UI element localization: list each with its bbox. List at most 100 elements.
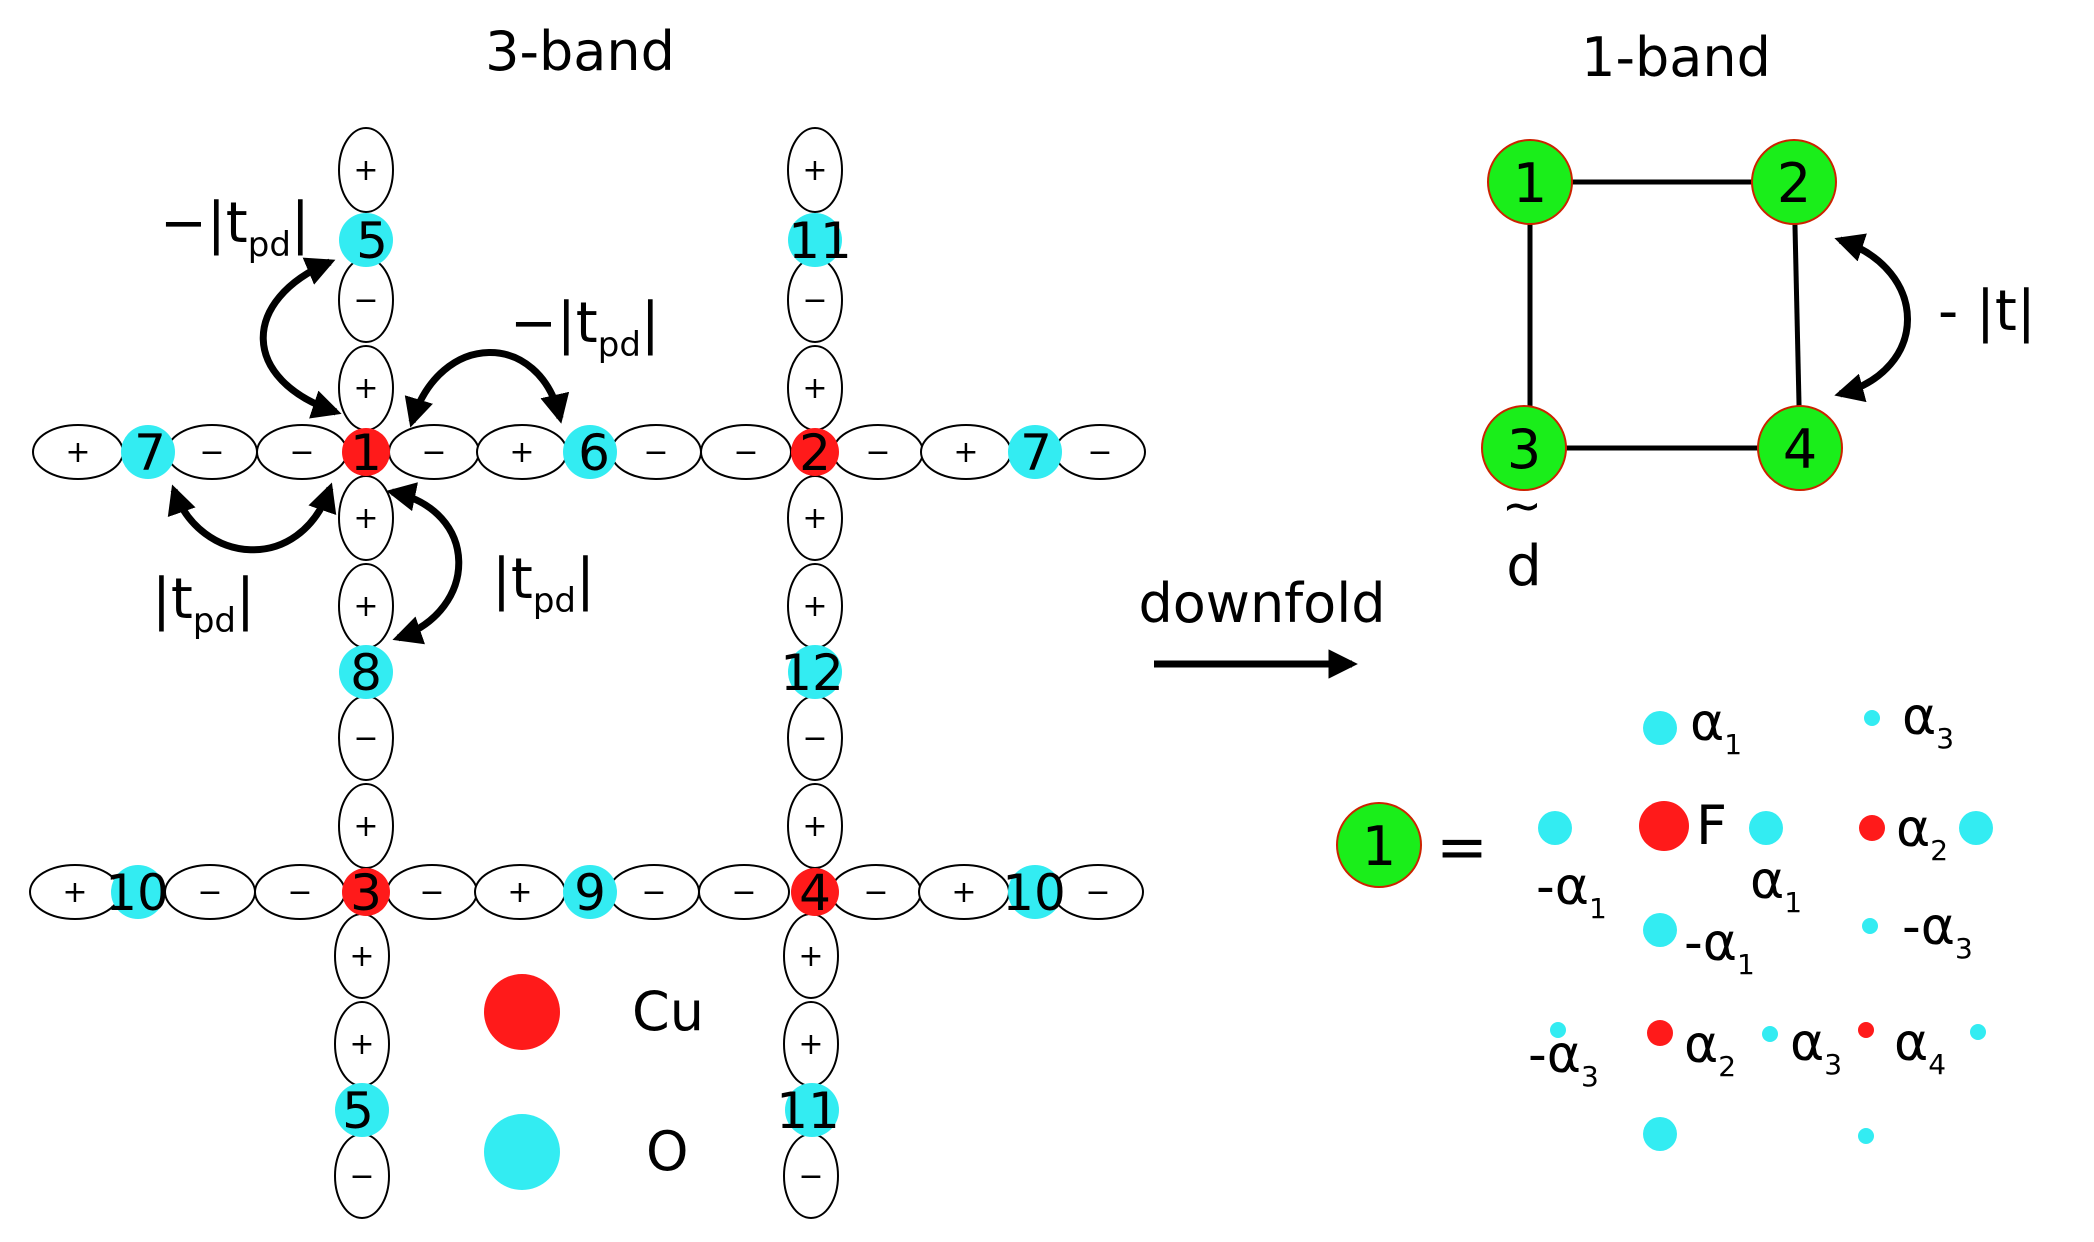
lattice-atoms bbox=[111, 213, 1062, 1137]
o-site-8 bbox=[339, 645, 393, 699]
dot-o-bottom bbox=[1643, 1117, 1677, 1151]
o-site-9 bbox=[563, 865, 617, 919]
orbital-lobes: +−−−+−−−+−+−−−+−−−+−+−+++−+++−+−+++−+++− bbox=[29, 127, 1146, 1219]
dot-o-left bbox=[1538, 811, 1572, 845]
minus-sign: − bbox=[1085, 875, 1110, 910]
plus-sign: + bbox=[353, 589, 378, 624]
dot-o-lower-left bbox=[1550, 1022, 1566, 1038]
o-label-10-right: 10 bbox=[1002, 864, 1066, 922]
dot-o-top bbox=[1643, 711, 1677, 745]
dot-o-bottom-far bbox=[1858, 1128, 1874, 1144]
minus-sign: − bbox=[802, 721, 827, 756]
o-label-5-top: 5 bbox=[356, 212, 388, 270]
dot-o-far-right bbox=[1959, 811, 1993, 845]
downfold-label: downfold bbox=[1138, 572, 1385, 635]
one-band-label-4: 4 bbox=[1783, 418, 1817, 481]
legend: Cu O bbox=[484, 974, 704, 1190]
expansion-coefficients: α1 α3 -α1 α1 α2 -α1 -α3 -α3 α2 α3 α4 bbox=[1528, 687, 1973, 1093]
hop-arrow-1-5 bbox=[259, 257, 342, 419]
dot-o-below bbox=[1643, 913, 1677, 947]
equals-sign: = bbox=[1436, 810, 1488, 883]
coef-neg-alpha1-left: -α1 bbox=[1536, 857, 1607, 925]
o-label-6: 6 bbox=[578, 424, 610, 482]
cu-site-3 bbox=[342, 868, 390, 916]
minus-sign: − bbox=[419, 875, 444, 910]
one-band-site-labels: 1 2 3 4 bbox=[1507, 152, 1817, 481]
plus-sign: + bbox=[353, 501, 378, 536]
hop-arrow-1-8 bbox=[386, 482, 463, 645]
legend-o-label: O bbox=[646, 1120, 689, 1183]
coef-alpha1-right: α1 bbox=[1750, 851, 1802, 919]
one-band-site-1 bbox=[1487, 139, 1573, 225]
minus-sign: − bbox=[199, 435, 224, 470]
orbital-lobe bbox=[338, 127, 394, 213]
o-label-12: 12 bbox=[780, 644, 844, 702]
hop-label-1-6: −|tpd| bbox=[510, 291, 660, 365]
expansion-site-label: 1 bbox=[1362, 815, 1396, 878]
o-label-8: 8 bbox=[350, 644, 382, 702]
plus-sign: + bbox=[802, 371, 827, 406]
plus-sign: + bbox=[509, 435, 534, 470]
dot-o-lower-mid bbox=[1762, 1026, 1778, 1042]
minus-sign: − bbox=[421, 435, 446, 470]
d-tilde-accent: ~ bbox=[1502, 478, 1542, 534]
minus-sign: − bbox=[865, 435, 890, 470]
one-band-hop-arrow bbox=[1834, 233, 1911, 403]
cu-label-2: 2 bbox=[799, 424, 831, 482]
d-tilde-label: d bbox=[1506, 534, 1542, 599]
one-band-site-4 bbox=[1757, 405, 1843, 491]
plus-sign: + bbox=[798, 1027, 823, 1062]
plus-sign: + bbox=[353, 153, 378, 188]
one-band-label-3: 3 bbox=[1507, 418, 1541, 481]
plus-sign: + bbox=[507, 875, 532, 910]
plus-sign: + bbox=[62, 875, 87, 910]
o-label-10-left: 10 bbox=[105, 864, 169, 922]
cu-site-4 bbox=[791, 868, 839, 916]
o-label-7-left: 7 bbox=[134, 424, 166, 482]
plus-sign: + bbox=[802, 809, 827, 844]
plus-sign: + bbox=[802, 589, 827, 624]
coef-neg-alpha3-right: -α3 bbox=[1902, 897, 1973, 965]
plus-sign: + bbox=[802, 501, 827, 536]
one-band-square bbox=[1527, 179, 1803, 451]
hop-arrow-1-6 bbox=[404, 349, 570, 428]
hopping-labels: −|tpd| −|tpd| |tpd| |tpd| bbox=[152, 191, 660, 641]
o-site-7-right bbox=[1008, 425, 1062, 479]
minus-sign: − bbox=[353, 721, 378, 756]
hop-label-1-8: |tpd| bbox=[492, 547, 595, 621]
minus-sign: − bbox=[863, 875, 888, 910]
orbital-lobe bbox=[787, 127, 843, 213]
hop-arrow-1-7 bbox=[167, 482, 337, 554]
coef-neg-alpha1-below: -α1 bbox=[1684, 913, 1755, 981]
minus-sign: − bbox=[289, 435, 314, 470]
cu-site-1 bbox=[342, 428, 390, 476]
atom-labels: 1 2 3 4 5 11 7 6 7 8 12 10 9 10 5 11 bbox=[105, 212, 1066, 1140]
cu-site-2 bbox=[791, 428, 839, 476]
minus-sign: − bbox=[733, 435, 758, 470]
plus-sign: + bbox=[349, 939, 374, 974]
minus-sign: − bbox=[287, 875, 312, 910]
coef-alpha2-right: α2 bbox=[1896, 799, 1948, 867]
cu-label-4: 4 bbox=[799, 864, 831, 922]
hop-label-1-5: −|tpd| bbox=[160, 191, 310, 265]
minus-sign: − bbox=[197, 875, 222, 910]
minus-sign: − bbox=[641, 875, 666, 910]
one-band-label-1: 1 bbox=[1513, 152, 1547, 215]
o-site-6 bbox=[563, 425, 617, 479]
bond-2-4 bbox=[1791, 181, 1803, 449]
one-band-label-2: 2 bbox=[1777, 152, 1811, 215]
cu-label-1: 1 bbox=[350, 424, 382, 482]
o-site-12 bbox=[788, 645, 842, 699]
plus-sign: + bbox=[65, 435, 90, 470]
three-band-title: 3-band bbox=[485, 20, 675, 83]
dot-o-below-far bbox=[1862, 918, 1878, 934]
f-label: F bbox=[1696, 794, 1727, 857]
minus-sign: − bbox=[1087, 435, 1112, 470]
o-site-11-top bbox=[788, 213, 842, 267]
dot-cu-lower-far bbox=[1858, 1022, 1874, 1038]
dot-o-top-far bbox=[1864, 710, 1880, 726]
one-band-site-2 bbox=[1751, 139, 1837, 225]
o-site-5-bottom bbox=[335, 1083, 389, 1137]
o-label-7-right: 7 bbox=[1020, 424, 1052, 482]
minus-sign: − bbox=[643, 435, 668, 470]
